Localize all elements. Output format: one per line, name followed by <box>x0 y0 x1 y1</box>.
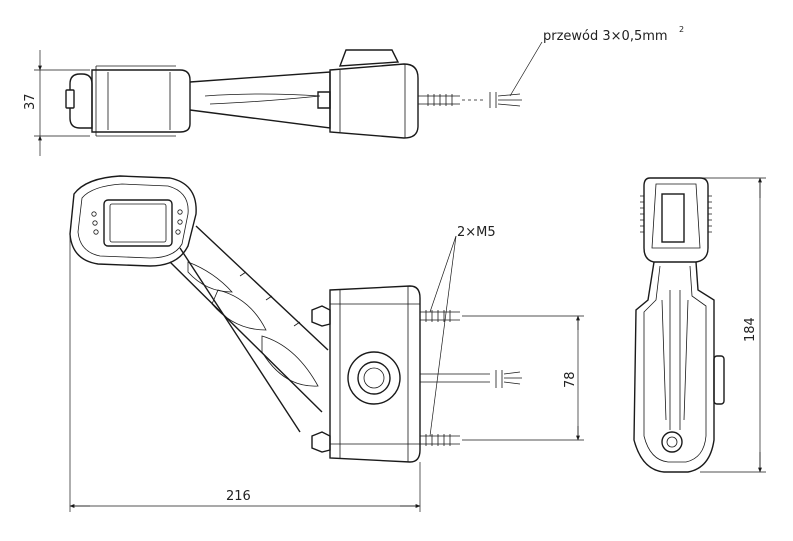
wire-spec-label: przewód 3×0,5mm <box>543 29 668 44</box>
wire-spec-superscript: 2 <box>679 25 684 34</box>
dim-total-width-label: 216 <box>226 489 251 504</box>
dim-top-height-label: 37 <box>23 93 38 110</box>
side-view <box>633 177 766 473</box>
dim-bolt-spacing-label: 78 <box>563 371 578 388</box>
top-view <box>34 41 543 156</box>
dim-total-height-label: 184 <box>743 317 758 342</box>
thread-spec-label: 2×M5 <box>457 225 496 240</box>
front-view <box>69 175 584 512</box>
